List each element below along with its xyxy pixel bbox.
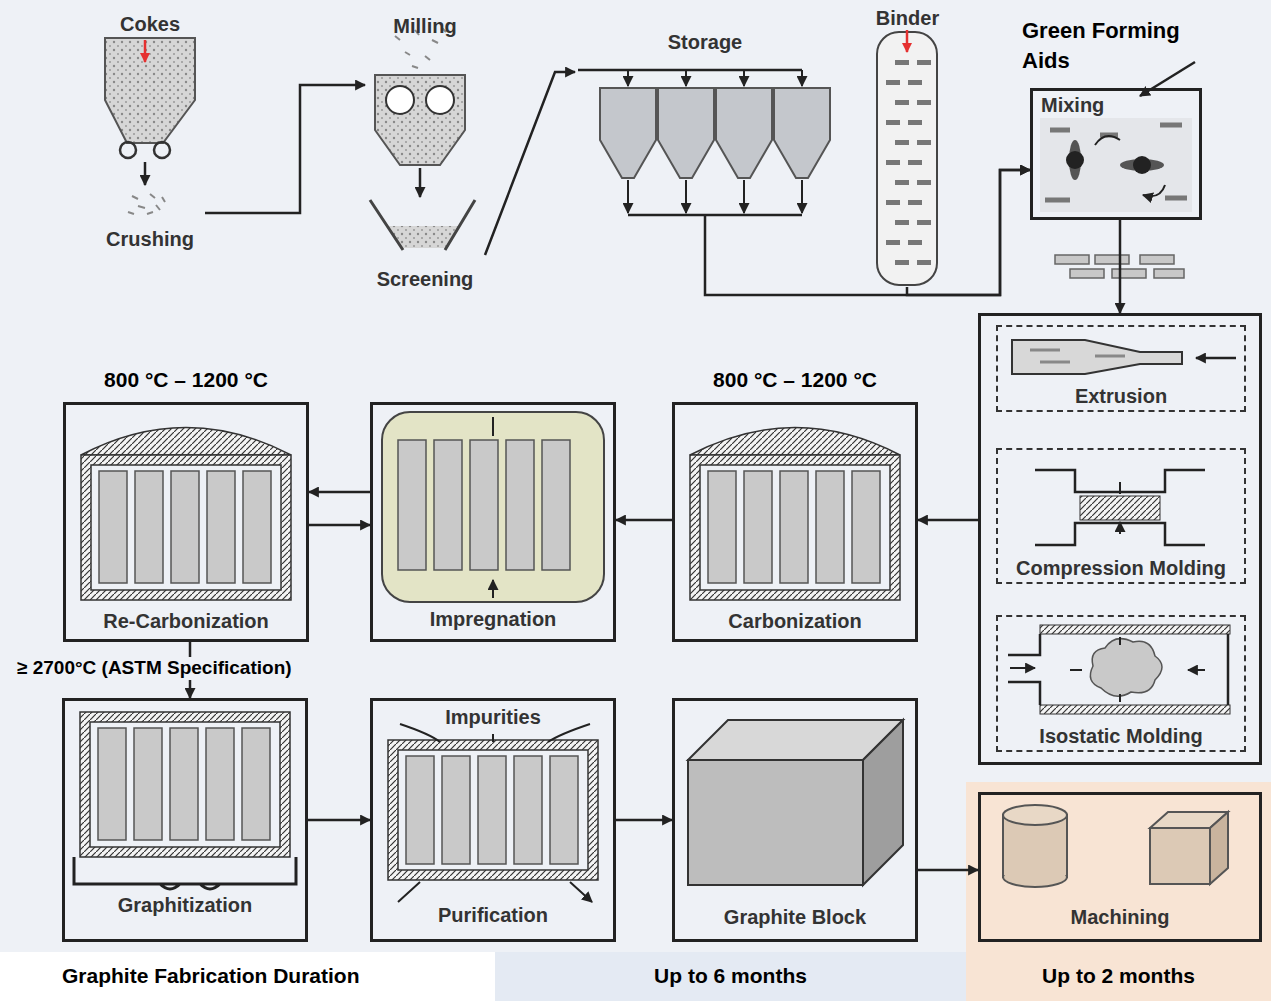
duration-value: Up to 2 months [966,963,1271,988]
duration-heading: Graphite Fabrication Duration [62,963,482,988]
flow-arrow [309,524,370,527]
forming-box: Extrusion [996,325,1246,412]
stage-label: Graphitization [65,893,305,917]
forming-group: ExtrusionCompression MoldingIsostatic Mo… [978,313,1262,765]
stage-label: Carbonization [675,609,915,633]
forming-box: Compression Molding [996,448,1246,584]
storage-stage: Storage [575,28,835,215]
flow-arrow [1119,220,1122,313]
process-box: Graphitization [62,698,308,942]
temperature-heading: 800 °C – 1200 °C [675,367,915,392]
stage-label: Purification [373,903,613,927]
stage-label: Screening [365,267,485,291]
stage-label: Cokes [95,12,205,36]
process-box: 800 °C – 1200 °CRe-Carbonization [63,402,309,642]
stage-label: Crushing [95,227,205,251]
flow-arrow [616,519,672,522]
stage-label: Isostatic Molding [998,724,1244,748]
flow-arrow [918,869,978,872]
stage-label: Re-Carbonization [66,609,306,633]
flow-arrow [705,170,1030,295]
stage-label: Binder [870,6,945,30]
process-box: 800 °C – 1200 °CCarbonization [672,402,918,642]
flow-arrow [918,519,978,522]
flow-arrow [205,85,365,213]
stage-label: Extrusion [998,384,1244,408]
temperature-heading: 800 °C – 1200 °C [66,367,306,392]
edge-label: ≥ 2700°C (ASTM Specification) [15,657,294,680]
stage-label: Impregnation [373,607,613,631]
flow-arrow [907,170,1030,295]
stage-label: Impurities [373,705,613,729]
forming-box: Isostatic Molding [996,615,1246,752]
note-label: Green Forming Aids [1022,16,1227,75]
stage-label: Compression Molding [998,556,1244,580]
flow-arrow [616,819,672,822]
binder-tank: Binder [870,4,945,287]
stage-label: Milling [365,14,485,38]
duration-value: Up to 6 months [495,963,966,988]
process-box: Impregnation [370,402,616,642]
stage-label: Storage [575,30,835,54]
milling-stage: MillingScreening [365,8,485,295]
process-box: ImpuritiesPurification [370,698,616,942]
flow-arrow [485,72,575,255]
process-box: Machining [978,792,1262,942]
stage-label: Machining [981,905,1259,929]
stage-label: Mixing [1041,93,1104,117]
crushing-stage: CokesCrushing [95,8,205,255]
flow-arrow [309,491,370,494]
stage-label: Graphite Block [675,905,915,929]
flow-arrow [308,819,370,822]
process-box: Graphite Block [672,698,918,942]
mixing-box: Mixing [1030,88,1202,220]
